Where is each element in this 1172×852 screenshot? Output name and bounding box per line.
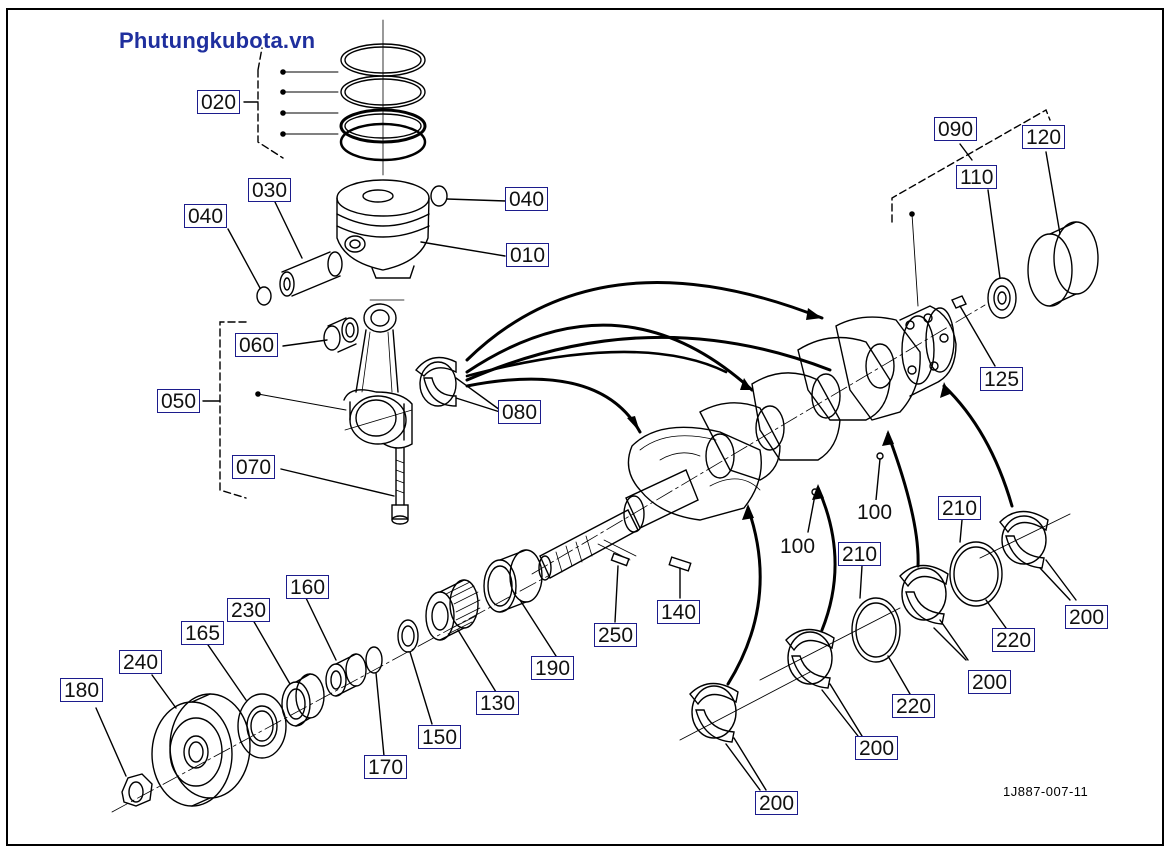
callout-220-right[interactable]: 220 (992, 628, 1036, 652)
drawing-code: 1J887-007-11 (1003, 784, 1089, 799)
callout-130[interactable]: 130 (476, 691, 520, 715)
callout-200-3[interactable]: 200 (968, 670, 1012, 694)
callout-120[interactable]: 120 (1022, 125, 1066, 149)
callout-165[interactable]: 165 (181, 621, 225, 645)
callout-140[interactable]: 140 (657, 600, 701, 624)
callout-100-right[interactable]: 100 (853, 500, 897, 524)
crank-gear (425, 579, 481, 641)
callout-020[interactable]: 020 (197, 90, 241, 114)
callout-190[interactable]: 190 (531, 656, 575, 680)
callout-200-2[interactable]: 200 (855, 736, 899, 760)
callout-100-left[interactable]: 100 (776, 534, 820, 558)
callout-220-mid[interactable]: 220 (892, 694, 936, 718)
piston-rings (339, 19, 427, 176)
callout-210-right[interactable]: 210 (938, 496, 982, 520)
callout-060[interactable]: 060 (235, 333, 279, 357)
callout-090[interactable]: 090 (934, 117, 978, 141)
callout-110[interactable]: 110 (956, 165, 998, 189)
connecting-rod (343, 299, 413, 449)
callout-150[interactable]: 150 (418, 725, 462, 749)
main-bearing-3 (899, 564, 949, 625)
callout-080[interactable]: 080 (498, 400, 542, 424)
conrod-bearing (415, 356, 457, 407)
piston-pin (279, 251, 343, 297)
callout-040-right[interactable]: 040 (505, 187, 549, 211)
front-oil-seal (281, 673, 325, 727)
callout-030[interactable]: 030 (248, 178, 292, 202)
callout-240[interactable]: 240 (119, 650, 163, 674)
piston (336, 179, 430, 279)
callout-170[interactable]: 170 (364, 755, 408, 779)
front-sleeve (483, 549, 543, 613)
dust-seal (237, 693, 287, 759)
callout-230[interactable]: 230 (227, 598, 271, 622)
small-end-bushing (323, 317, 359, 353)
callout-250[interactable]: 250 (594, 623, 638, 647)
callout-210-mid[interactable]: 210 (838, 542, 882, 566)
callout-050[interactable]: 050 (157, 389, 201, 413)
diagram-frame (6, 8, 1164, 846)
pulley-nut (121, 773, 153, 807)
crank-pulley (151, 693, 251, 807)
crankshaft (531, 304, 986, 581)
main-bearing-front (679, 671, 811, 743)
callout-070[interactable]: 070 (232, 455, 276, 479)
callout-125[interactable]: 125 (980, 367, 1024, 391)
watermark-text: Phutungkubota.vn (119, 28, 316, 53)
callout-200-front[interactable]: 200 (755, 791, 799, 815)
callout-010[interactable]: 010 (506, 243, 550, 267)
callout-200-rear[interactable]: 200 (1065, 605, 1109, 629)
main-bearing-2 (759, 607, 901, 689)
callout-040-left[interactable]: 040 (184, 204, 228, 228)
callout-180[interactable]: 180 (60, 678, 104, 702)
callout-160[interactable]: 160 (286, 575, 330, 599)
collar-160 (325, 653, 367, 697)
main-bearing-rear (979, 510, 1071, 569)
conrod-bolt (391, 447, 409, 525)
